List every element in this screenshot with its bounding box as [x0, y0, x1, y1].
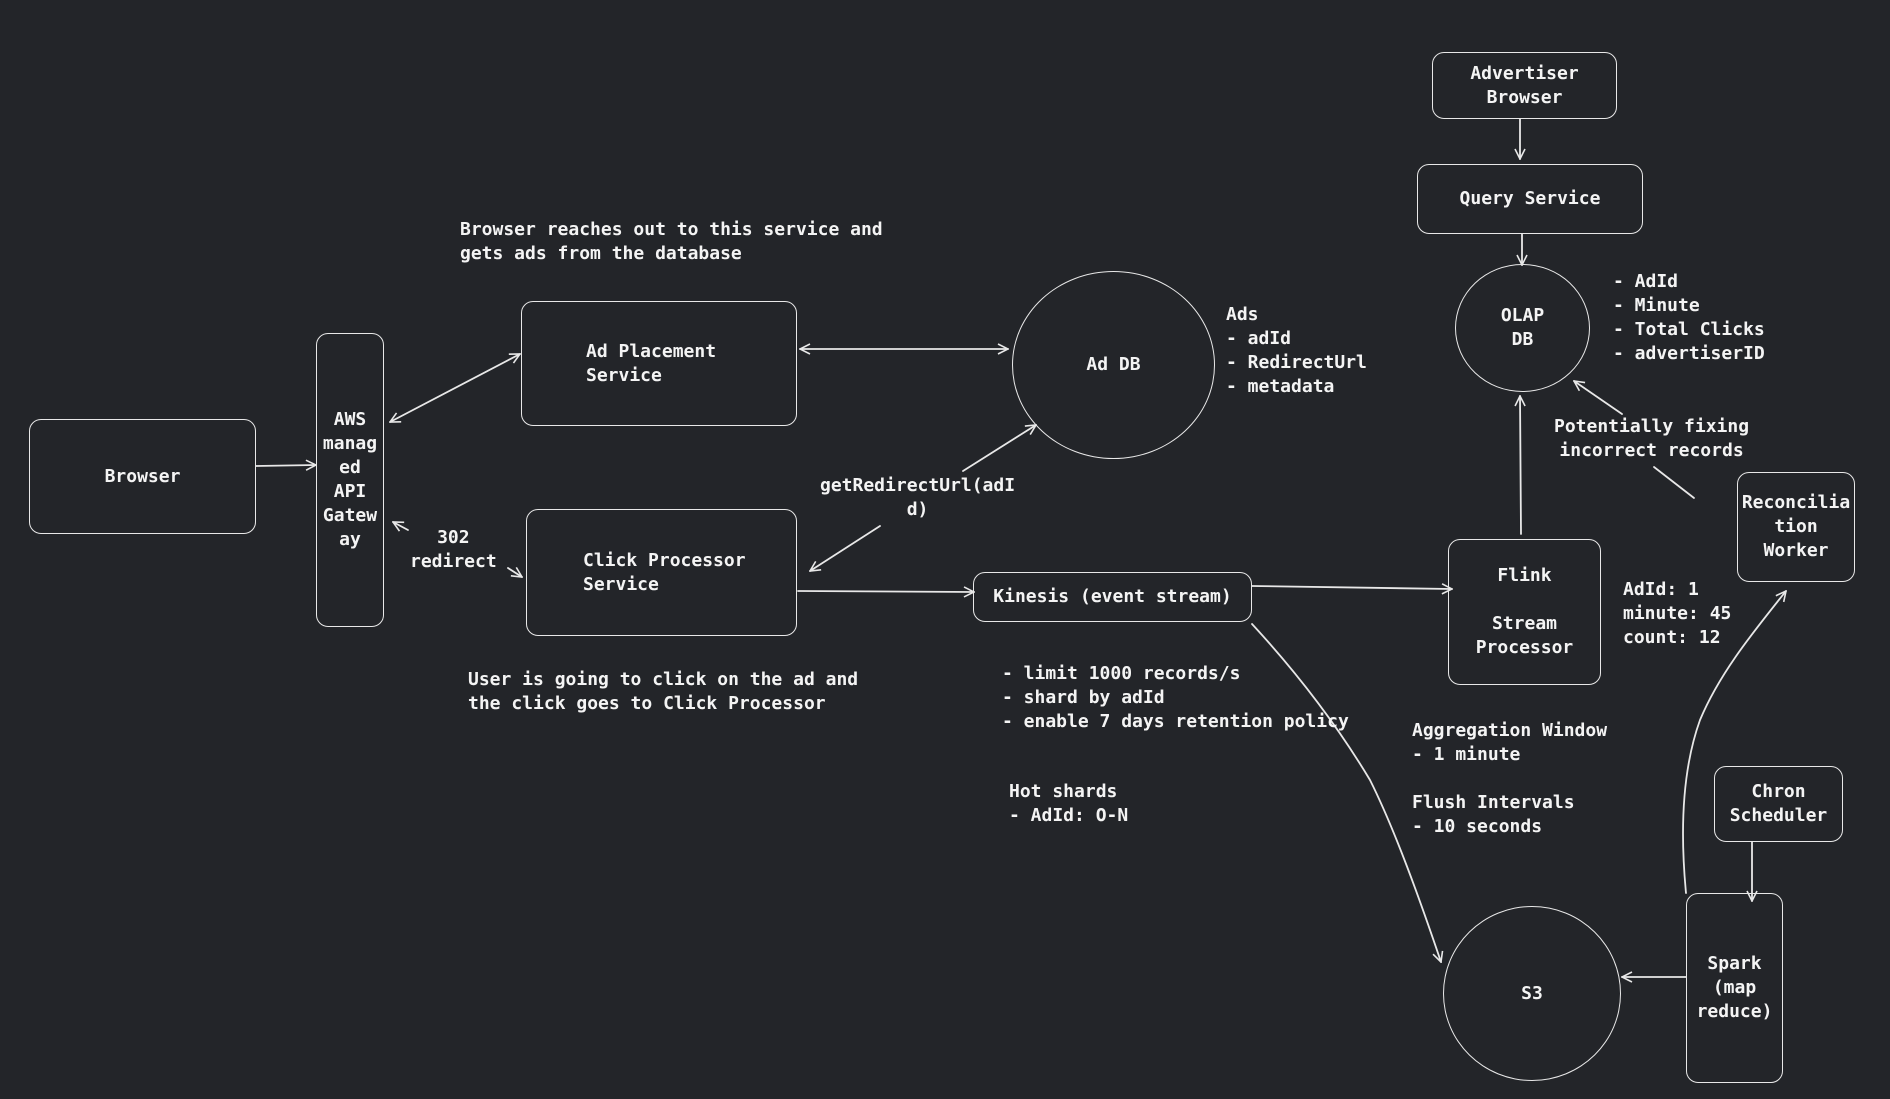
- edge-reconciliation-olap-a: [1653, 466, 1695, 499]
- edge-kinesis-s3: [1251, 623, 1441, 962]
- redirect-label: 302 redirect: [410, 527, 497, 572]
- ad-db-node: Ad DB: [1012, 271, 1215, 459]
- chron-scheduler-node: Chron Scheduler: [1714, 766, 1843, 842]
- edge-flink-olap: [1520, 396, 1521, 535]
- ads-schema: Ads - adId - RedirectUrl - metadata: [1226, 304, 1367, 397]
- aggregation-note: Aggregation Window - 1 minute Flush Inte…: [1412, 720, 1608, 837]
- reconciliation-worker-node: Reconcilia tion Worker: [1737, 472, 1855, 582]
- edge-kinesis-flink: [1251, 586, 1452, 589]
- get-redirect-url-label: getRedirectUrl(adI d): [820, 475, 1016, 520]
- query-service-node: Query Service: [1417, 164, 1643, 234]
- edge-addb-click: [810, 525, 881, 571]
- click-description: User is going to click on the ad and the…: [468, 669, 859, 714]
- edge-gateway-redirect-forward: [507, 568, 522, 577]
- edge-gateway-adplacement: [390, 353, 520, 423]
- ad-placement-service-node: Ad Placement Service: [521, 301, 797, 426]
- ad-placement-description: Browser reaches out to this service and …: [460, 219, 883, 264]
- flink-stream-processor-node: Flink Stream Processor: [1448, 539, 1601, 685]
- edge-click-kinesis: [797, 591, 974, 592]
- api-gateway-node: AWS manag ed API Gatew ay: [316, 333, 384, 627]
- olap-schema: - AdId - Minute - Total Clicks - adverti…: [1613, 271, 1765, 364]
- browser-node: Browser: [29, 419, 256, 534]
- hot-shards-note: Hot shards - AdId: O-N: [1009, 781, 1129, 826]
- click-processor-service-node: Click Processor Service: [526, 509, 797, 636]
- kinesis-node: Kinesis (event stream): [973, 572, 1252, 622]
- spark-node: Spark (map reduce): [1686, 893, 1783, 1083]
- kinesis-config: - limit 1000 records/s - shard by adId -…: [1002, 663, 1349, 732]
- edge-reconciliation-olap-b: [1574, 381, 1623, 415]
- edge-click-addb: [962, 425, 1036, 472]
- fixing-records-note: Potentially fixing incorrect records: [1554, 416, 1750, 461]
- edge-spark-reconciliation: [1682, 591, 1786, 894]
- edge-browser-gateway: [255, 465, 316, 466]
- olap-db-node: OLAP DB: [1455, 264, 1590, 392]
- advertiser-browser-node: Advertiser Browser: [1432, 52, 1617, 119]
- sample-record: AdId: 1 minute: 45 count: 12: [1623, 579, 1732, 648]
- edge-gateway-redirect-back: [393, 521, 409, 530]
- s3-node: S3: [1443, 906, 1621, 1081]
